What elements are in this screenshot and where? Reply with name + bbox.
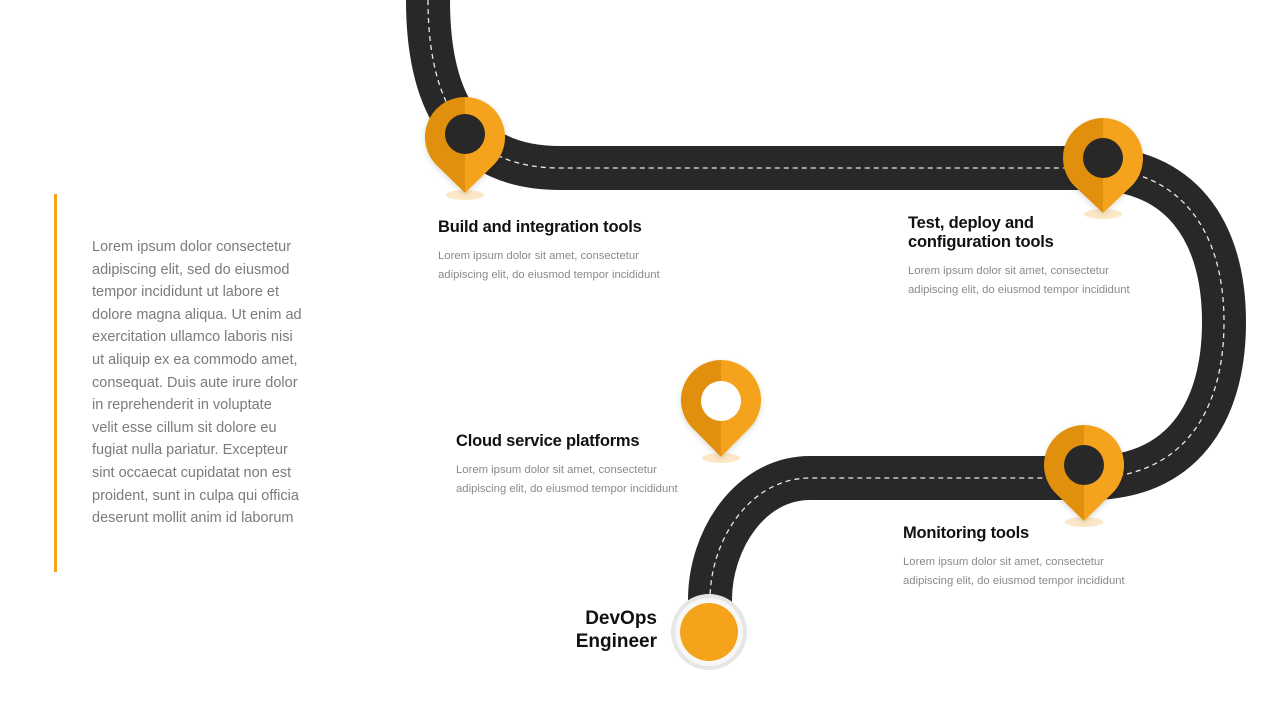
step-description: Lorem ipsum dolor sit amet, consectetur …: [456, 464, 678, 495]
map-pin-icon: [680, 359, 762, 463]
step-test-deploy: Test, deploy and configuration tools Lor…: [908, 214, 1130, 300]
step-cloud-platforms: Cloud service platforms Lorem ipsum dolo…: [456, 432, 678, 499]
accent-bar: [54, 194, 57, 572]
step-monitoring: Monitoring tools Lorem ipsum dolor sit a…: [903, 524, 1125, 591]
map-pin-icon: [1062, 117, 1144, 219]
start-label: DevOps Engineer: [575, 608, 657, 652]
step-description: Lorem ipsum dolor sit amet, consectetur …: [438, 250, 660, 281]
step-title: Cloud service platforms: [456, 432, 640, 450]
step-build-integration: Build and integration tools Lorem ipsum …: [438, 218, 660, 285]
map-pin-icon: [424, 96, 506, 200]
step-title: Test, deploy and configuration tools: [908, 214, 1054, 251]
step-description: Lorem ipsum dolor sit amet, consectetur …: [908, 265, 1130, 296]
map-pin-icon: [1043, 424, 1125, 527]
step-title: Monitoring tools: [903, 524, 1030, 542]
step-title: Build and integration tools: [438, 218, 642, 236]
road-center-line: [427, 0, 1225, 632]
step-description: Lorem ipsum dolor sit amet, consectetur …: [903, 556, 1125, 587]
start-point-icon: [671, 594, 747, 670]
intro-text: Lorem ipsum dolor consectetur adipiscing…: [92, 239, 302, 527]
